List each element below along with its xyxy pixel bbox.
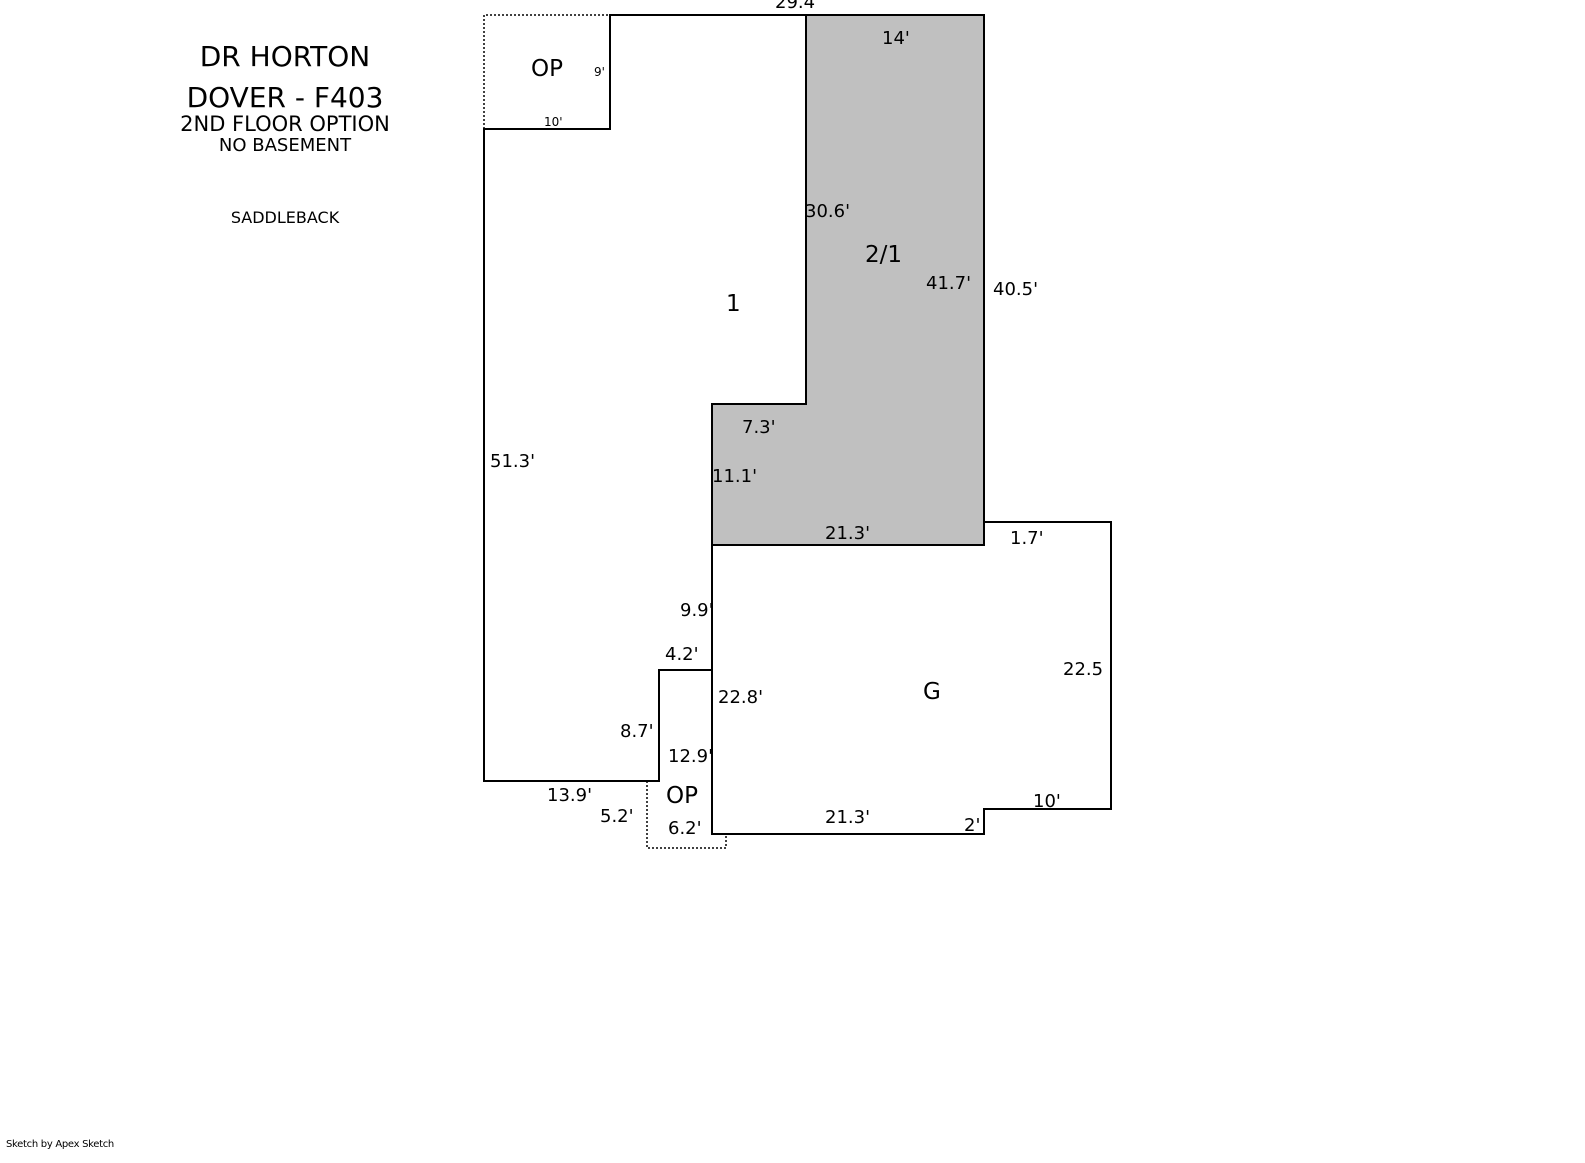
dim-op-rear-left: 5.2' bbox=[600, 806, 634, 827]
dim-garage-step: 1.7' bbox=[1010, 528, 1044, 549]
dim-garage-bottom-right: 10' bbox=[1033, 791, 1061, 812]
dim-step-side: 11.1' bbox=[712, 466, 757, 487]
area-label-second-floor: 2/1 bbox=[865, 242, 902, 268]
dim-op-front-side: 9' bbox=[594, 65, 605, 79]
dim-right-total: 40.5' bbox=[993, 279, 1038, 300]
dim-top-total: 29.4 bbox=[775, 0, 815, 13]
dim-op-front-bottom: 10' bbox=[544, 115, 563, 129]
area-label-op-rear: OP bbox=[666, 783, 698, 809]
dim-second-top: 14' bbox=[882, 28, 910, 49]
dim-op-rear-bottom: 6.2' bbox=[668, 818, 702, 839]
dim-op-rear-side: 12.9' bbox=[668, 746, 713, 767]
dim-living-left: 51.3' bbox=[490, 451, 535, 472]
title-line-4: NO BASEMENT bbox=[218, 135, 352, 156]
title-line-3: 2ND FLOOR OPTION bbox=[180, 112, 390, 136]
title-line-1: DR HORTON bbox=[199, 40, 371, 73]
dim-notch-side: 8.7' bbox=[620, 721, 654, 742]
dim-second-right: 41.7' bbox=[926, 273, 971, 294]
area-label-garage: G bbox=[923, 679, 941, 705]
house-outline bbox=[483, 14, 1112, 835]
subdivision-label: SADDLEBACK bbox=[230, 208, 340, 227]
dim-living-bottom: 13.9' bbox=[547, 785, 592, 806]
open-porch-rear-outline bbox=[646, 781, 727, 849]
dim-garage-right: 22.5 bbox=[1063, 659, 1103, 680]
dim-living-lower: 9.9' bbox=[680, 600, 714, 621]
dim-second-bottom: 21.3' bbox=[825, 523, 870, 544]
sketch-credit: Sketch by Apex Sketch bbox=[6, 1139, 114, 1150]
dim-second-left: 30.6' bbox=[805, 201, 850, 222]
area-label-op-front: OP bbox=[531, 56, 563, 82]
dim-step-top: 7.3' bbox=[742, 417, 776, 438]
dim-notch-top: 4.2' bbox=[665, 644, 699, 665]
title-line-2: DOVER - F403 bbox=[186, 81, 384, 114]
dim-garage-jog: 2' bbox=[964, 815, 980, 836]
open-porch-front-outline bbox=[483, 14, 610, 129]
area-label-living: 1 bbox=[726, 291, 741, 317]
dim-garage-bottom: 21.3' bbox=[825, 807, 870, 828]
dim-garage-left: 22.8' bbox=[718, 687, 763, 708]
